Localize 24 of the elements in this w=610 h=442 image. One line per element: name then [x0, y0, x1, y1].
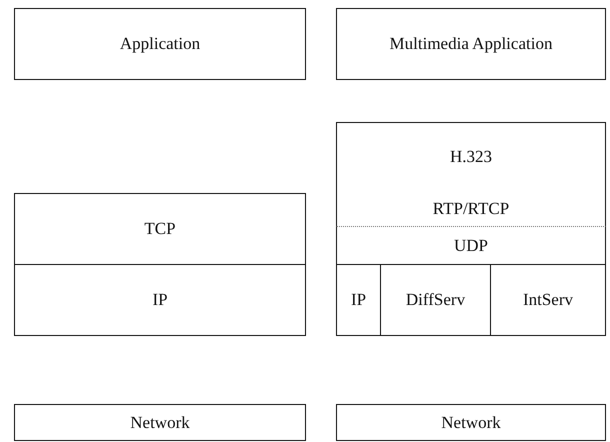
layer-box [336, 264, 381, 336]
layer-label: IntServ [522, 290, 574, 310]
layer-box [490, 264, 606, 336]
layer-box [14, 264, 306, 336]
layer-box [336, 190, 606, 227]
layer-label: IP [152, 290, 168, 310]
layer-label: Application [120, 34, 200, 54]
layer-label: Network [441, 412, 501, 432]
layer-label: DiffServ [406, 290, 466, 310]
layer-box [14, 193, 306, 265]
layer-label: RTP/RTCP [432, 198, 510, 218]
layer-label: UDP [454, 236, 488, 256]
layer-label: H.323 [450, 146, 492, 166]
layer-box [380, 264, 491, 336]
layer-label: Network [130, 412, 190, 432]
layer-label: Multimedia Application [390, 34, 552, 54]
layer-box [336, 226, 606, 265]
layer-box [336, 8, 606, 80]
layer-box [14, 8, 306, 80]
layer-box [14, 404, 306, 441]
layer-label: TCP [144, 219, 176, 239]
layer-label: IP [350, 290, 366, 310]
layer-box [336, 404, 606, 441]
layer-box [336, 122, 606, 191]
